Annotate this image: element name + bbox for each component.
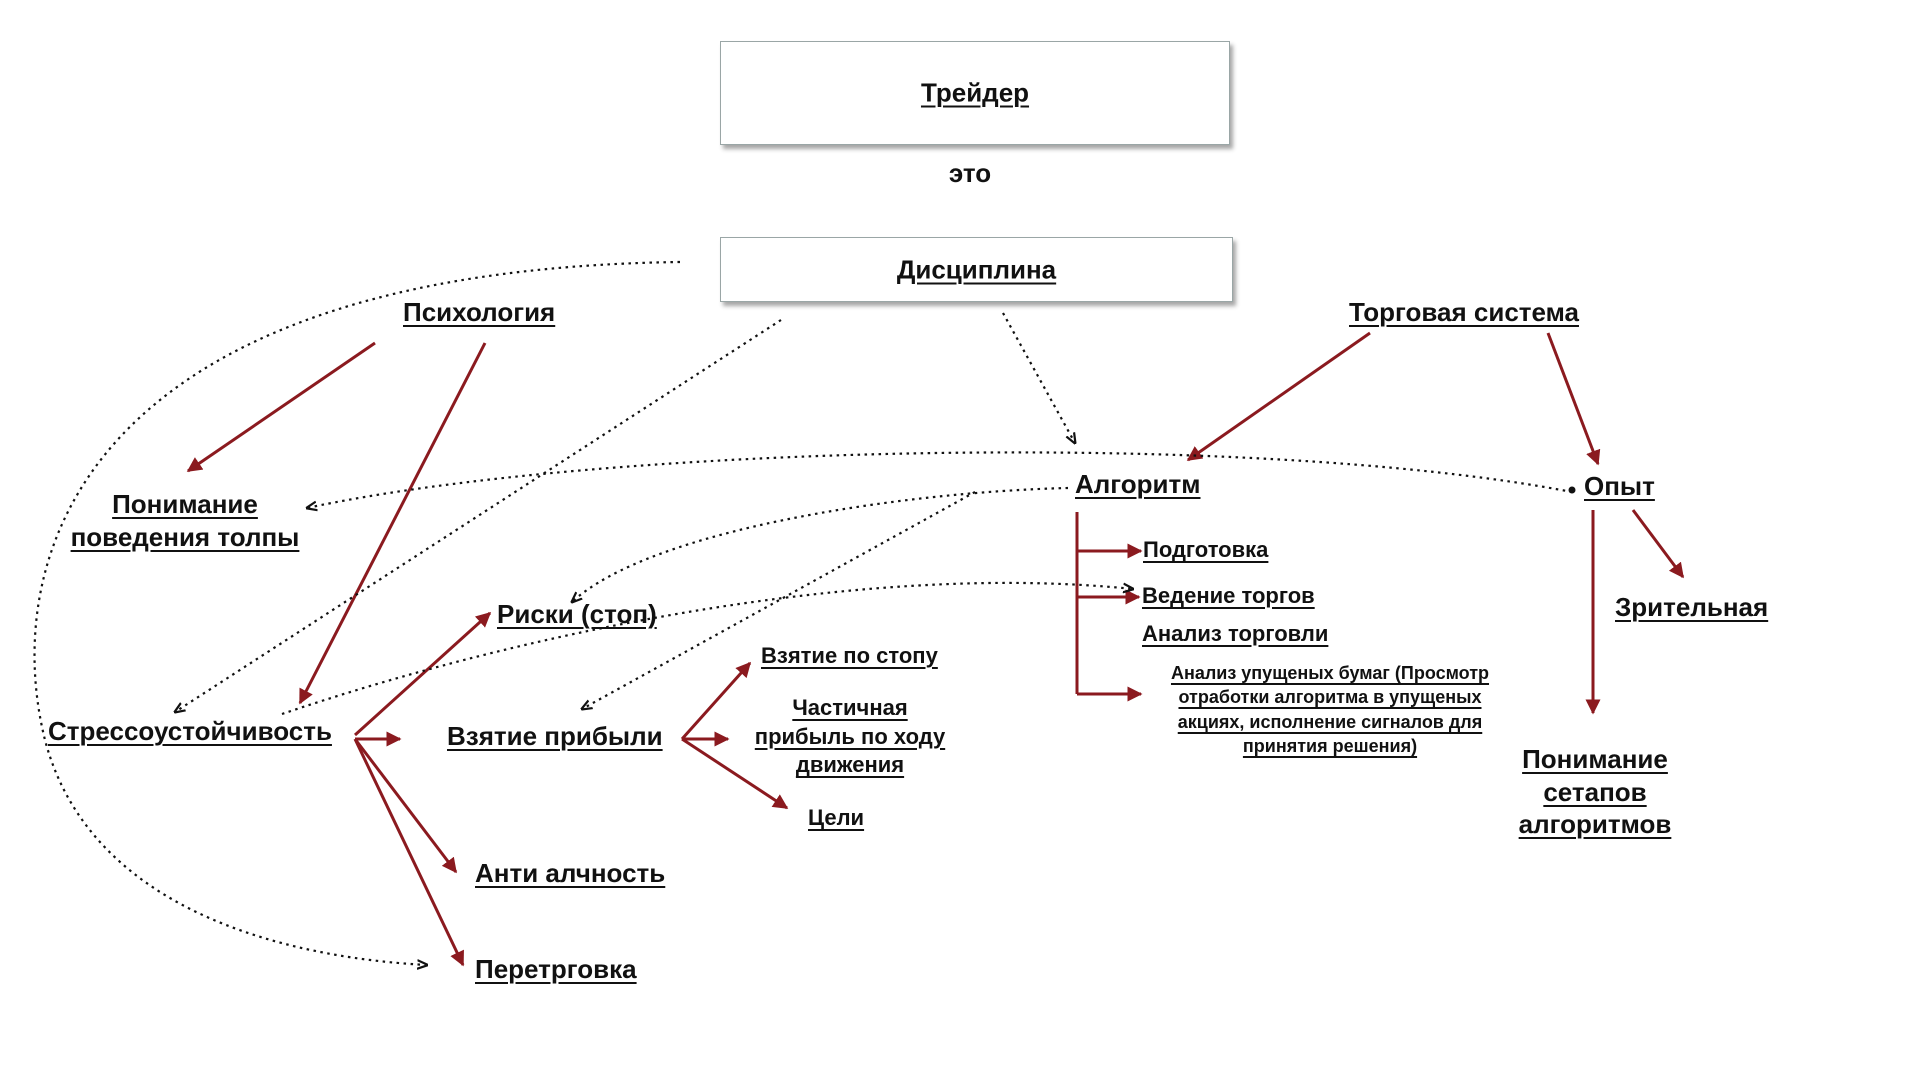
missed-papers-line-3: акциях, исполнение сигналов для	[1177, 711, 1483, 732]
overtrading-node: Перетрговка	[475, 954, 637, 984]
trader-box: Трейдер	[720, 41, 1230, 145]
preparation-node: Подготовка	[1143, 537, 1269, 562]
arrow-profit-targets	[681, 737, 789, 810]
dotted-discipline-stress	[175, 319, 782, 712]
arrow-system-experience	[1546, 332, 1601, 466]
experience-dot	[1568, 486, 1576, 494]
risks-node: Риски (стоп)	[497, 599, 657, 629]
psychology-node: Психология	[403, 297, 556, 327]
partial-profit-node: Частичная прибыль по ходу движения	[735, 694, 965, 780]
experience-node: Опыт	[1584, 471, 1655, 501]
stop-take-node: Взятие по стопу	[761, 643, 938, 668]
trading-system-node: Торговая система	[1349, 297, 1579, 327]
setups-line-3: алгоритмов	[1518, 809, 1672, 839]
arrow-psychology-crowd	[186, 341, 376, 473]
discipline-box: Дисциплина	[720, 237, 1233, 302]
setups-node: Понимание сетапов алгоритмов	[1490, 743, 1700, 841]
stress-node: Стрессоустойчивость	[48, 716, 332, 746]
trader-title: Трейдер	[920, 77, 1030, 108]
targets-node: Цели	[808, 805, 865, 830]
dotted-discipline-algorithm	[1002, 312, 1075, 443]
profit-taking-node: Взятие прибыли	[447, 721, 663, 751]
arrow-stress-risks	[353, 611, 492, 737]
arrow-stress-overtrading	[353, 738, 465, 967]
missed-papers-line-1: Анализ упущеных бумаг (Просмотр	[1170, 663, 1490, 683]
visual-node: Зрительная	[1615, 592, 1769, 622]
arrow-system-algorithm	[1186, 331, 1371, 462]
trading-node: Ведение торгов	[1142, 583, 1315, 608]
eto-label: это	[948, 158, 992, 188]
algorithm-node: Алгоритм	[1075, 469, 1201, 499]
arrow-stress-antigreed	[353, 738, 458, 874]
dotted-algorithm-risks	[572, 486, 1069, 602]
missed-papers-line-4: принятия решения)	[1242, 735, 1418, 756]
trade-analysis-node: Анализ торговли	[1142, 621, 1329, 646]
crowd-behavior-line-1: Понимание	[112, 489, 258, 519]
arrow-experience-visual	[1631, 509, 1685, 579]
missed-papers-node: Анализ упущеных бумаг (Просмотр отработк…	[1130, 661, 1530, 758]
arrow-profit-stop	[680, 661, 752, 741]
setups-line-2: сетапов	[1543, 776, 1647, 807]
partial-profit-line-3: движения	[795, 752, 905, 778]
setups-line-1: Понимание	[1522, 744, 1668, 774]
arc-experience-crowd	[307, 451, 1573, 508]
arc-stress-trading	[281, 581, 1133, 716]
partial-profit-line-1: Частичная	[792, 695, 908, 720]
crowd-behavior-line-2: поведения толпы	[70, 521, 300, 552]
discipline-title: Дисциплина	[896, 254, 1057, 284]
arc-big-left	[33, 260, 681, 965]
anti-greed-node: Анти алчность	[475, 858, 666, 888]
crowd-behavior-node: Понимание поведения толпы	[60, 488, 310, 553]
arrow-psychology-stress	[298, 342, 487, 705]
partial-profit-line-2: прибыль по ходу	[754, 723, 946, 749]
dotted-to-profit	[582, 491, 976, 709]
missed-papers-line-2: отработки алгоритма в упущеных	[1178, 687, 1482, 708]
